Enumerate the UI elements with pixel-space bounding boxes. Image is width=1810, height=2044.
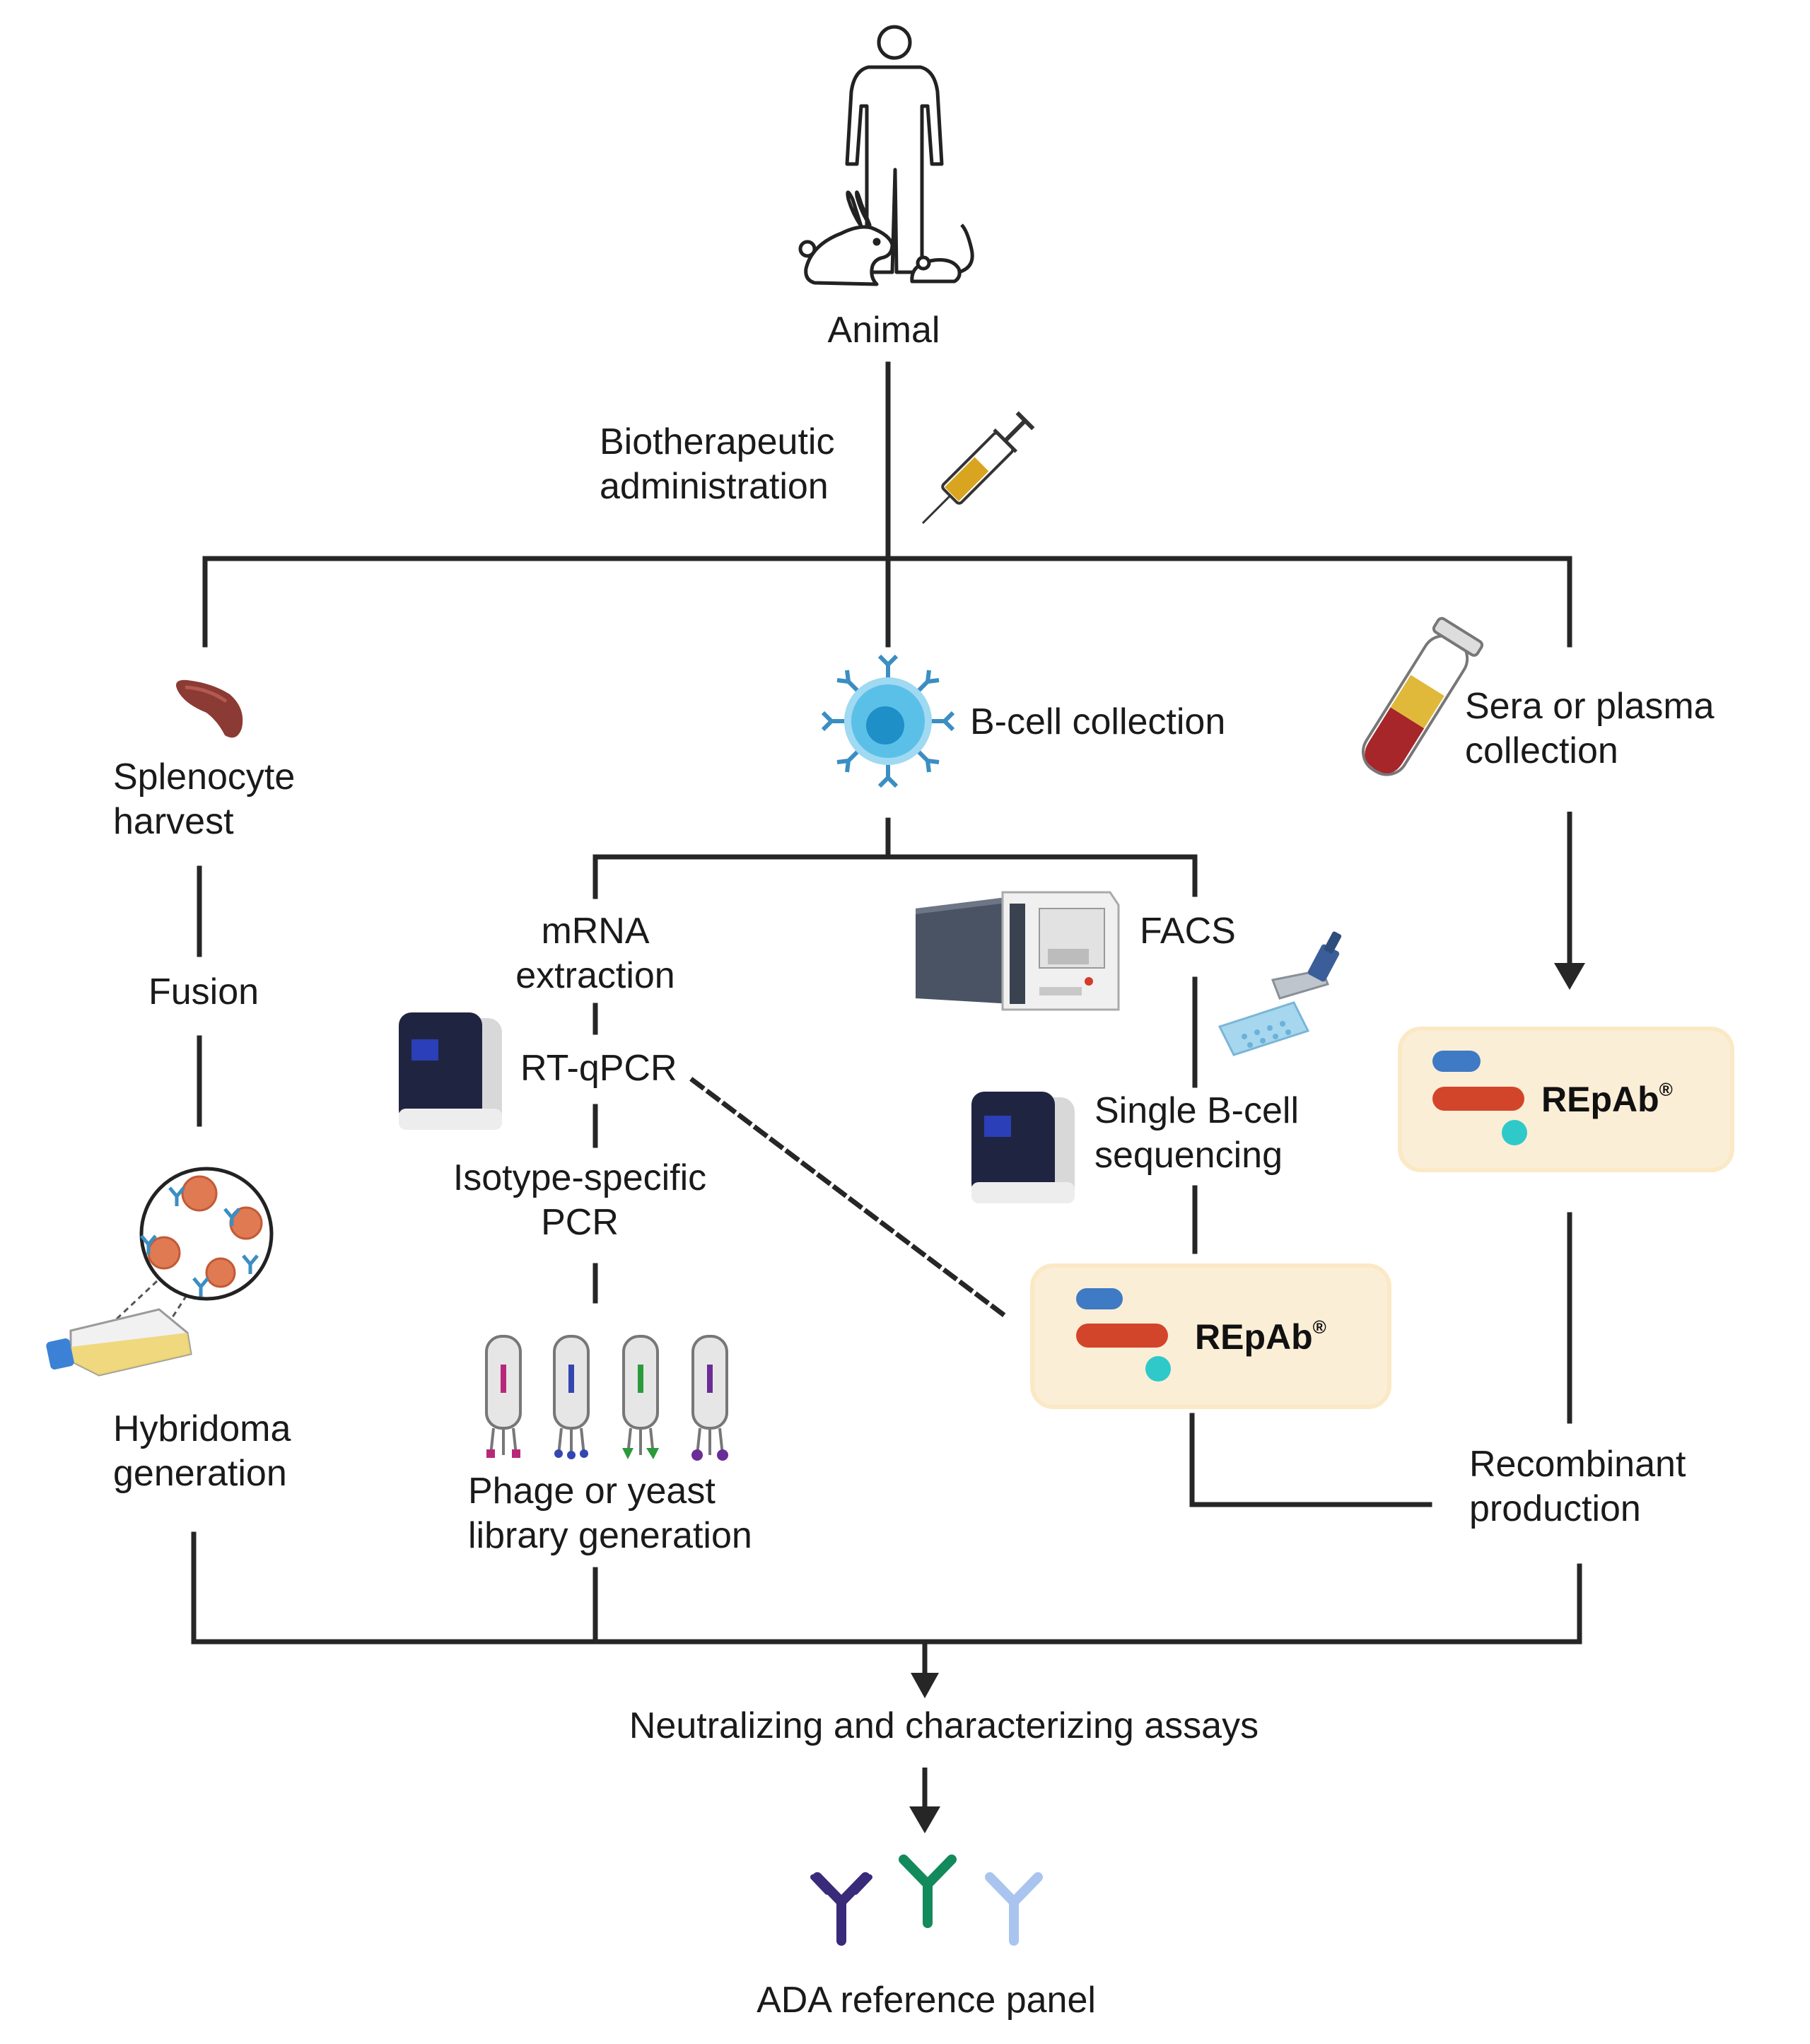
- syringe-icon: [921, 411, 1035, 525]
- culture-flask-icon: [46, 1308, 192, 1377]
- b-cell-icon: [821, 654, 955, 788]
- pipette-plate-icon: [1218, 931, 1342, 1056]
- label-splenocyte-line1: Splenocyte: [113, 757, 296, 798]
- label-bcell-collection: B-cell collection: [970, 701, 1226, 742]
- pcr-machine-icon: [399, 1012, 502, 1130]
- antibody-navy: [810, 1872, 872, 1946]
- label-recombinant-production: Recombinant production: [1469, 1442, 1686, 1531]
- label-phage-line2: library generation: [468, 1515, 752, 1556]
- label-administration-line1: Biotherapeutic: [600, 421, 835, 462]
- label-splenocyte-harvest: Splenocyte harvest: [113, 755, 295, 844]
- label-facs: FACS: [1140, 911, 1236, 952]
- label-administration: Biotherapeutic administration: [600, 420, 834, 509]
- antibody-icon: [810, 1855, 1043, 1946]
- label-hybridoma-line2: generation: [113, 1453, 287, 1494]
- repab-mark-right: ®: [1659, 1079, 1673, 1100]
- label-assays: Neutralizing and characterizing assays: [629, 1705, 1259, 1746]
- label-isotype-pcr: Isotype-specific PCR: [424, 1156, 735, 1245]
- arrows: [909, 812, 1585, 1833]
- label-single-bcell-line1: Single B-cell: [1094, 1090, 1300, 1131]
- label-administration-line2: administration: [600, 466, 829, 507]
- label-mrna-line1: mRNA: [541, 911, 650, 952]
- label-mrna-line2: extraction: [515, 955, 675, 996]
- antibody-green: [899, 1855, 957, 1928]
- repab-label-right: REpAb®: [1541, 1079, 1673, 1120]
- label-ada-reference-panel: ADA reference panel: [757, 1980, 1096, 2021]
- repab-label-center: REpAb®: [1195, 1316, 1326, 1357]
- repab-mark-center: ®: [1312, 1316, 1326, 1338]
- repab-name-center: REpAb: [1195, 1317, 1313, 1357]
- label-hybridoma-generation: Hybridoma generation: [113, 1407, 291, 1496]
- repab-box-center: [1030, 1263, 1391, 1409]
- label-sera-line1: Sera or plasma: [1465, 686, 1715, 727]
- facs-machine-icon: [916, 891, 1120, 1011]
- arrowhead-assays: [911, 1673, 939, 1698]
- mouse-icon: [910, 223, 974, 284]
- phage-icon: [485, 1335, 728, 1461]
- label-mrna-extraction: mRNA extraction: [468, 909, 723, 998]
- connector-lines: [191, 361, 1582, 1645]
- blood-tube-icon: [1362, 617, 1484, 776]
- label-recombinant-line1: Recombinant: [1469, 1444, 1686, 1485]
- label-phage-library: Phage or yeast library generation: [468, 1469, 752, 1558]
- label-isotype-line1: Isotype-specific: [452, 1157, 707, 1198]
- hybridoma-cells-icon: [89, 1167, 274, 1345]
- label-single-bcell-line2: sequencing: [1094, 1135, 1283, 1176]
- label-rtqpcr: RT-qPCR: [520, 1048, 677, 1089]
- repab-box-right: [1398, 1027, 1734, 1172]
- label-recombinant-line2: production: [1469, 1488, 1641, 1529]
- label-fusion: Fusion: [148, 971, 259, 1012]
- rabbit-icon: [798, 190, 894, 286]
- label-splenocyte-line2: harvest: [113, 801, 234, 842]
- label-phage-line1: Phage or yeast: [468, 1471, 716, 1512]
- spleen-icon: [175, 679, 243, 738]
- label-single-bcell-sequencing: Single B-cell sequencing: [1094, 1089, 1299, 1178]
- sequencer-icon: [971, 1092, 1075, 1203]
- person-icon: [845, 25, 944, 274]
- arrowhead-sera: [1554, 963, 1585, 990]
- label-sera-collection: Sera or plasma collection: [1465, 684, 1715, 773]
- repab-name-right: REpAb: [1541, 1080, 1659, 1119]
- label-animal: Animal: [827, 310, 940, 351]
- label-isotype-line2: PCR: [541, 1202, 619, 1243]
- label-hybridoma-line1: Hybridoma: [113, 1408, 291, 1449]
- arrowhead-panel: [909, 1806, 940, 1833]
- line-rtqpcr-repab-dashed: [689, 1077, 1008, 1319]
- antibody-light: [985, 1872, 1043, 1946]
- label-sera-line2: collection: [1465, 730, 1618, 771]
